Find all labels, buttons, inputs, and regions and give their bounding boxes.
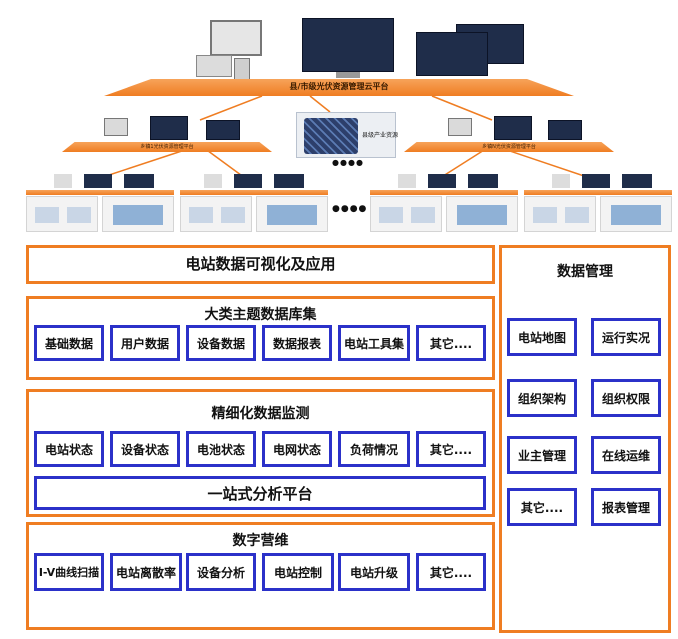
group3-devices-icon [398, 174, 498, 188]
monitor-right-front-icon [416, 32, 488, 76]
mid-right-platform-banner [404, 142, 614, 152]
station-row: ●●●● [26, 172, 672, 234]
device-laptop-right-icon [448, 118, 472, 136]
dm-item-other[interactable]: 其它.... [507, 488, 577, 526]
device-screen-right2-icon [548, 120, 582, 140]
db-item-basic[interactable]: 基础数据 [34, 325, 104, 361]
db-item-report[interactable]: 数据报表 [262, 325, 332, 361]
dm-item-live-status[interactable]: 运行实况 [591, 318, 661, 356]
analysis-platform-button[interactable]: 一站式分析平台 [34, 476, 486, 510]
group2-devices-icon [204, 174, 304, 188]
monitor-item-station[interactable]: 电站状态 [34, 431, 104, 467]
monitor-stand-icon [336, 72, 360, 78]
site-card-8 [600, 196, 672, 232]
ops-item-device-analysis[interactable]: 设备分析 [186, 553, 256, 591]
mid-right-platform-label: 乡镇N光伏资源管理平台 [482, 144, 536, 150]
monitor-item-other[interactable]: 其它.... [416, 431, 486, 467]
dm-item-station-map[interactable]: 电站地图 [507, 318, 577, 356]
top-illustration: 县/市级光伏资源管理云平台 乡镇1光伏资源管理平台 乡镇N光伏资源管理平台 县级… [0, 0, 678, 238]
data-management-title: 数据管理 [557, 264, 613, 280]
monitor-item-battery[interactable]: 电池状态 [186, 431, 256, 467]
site-card-1 [26, 196, 98, 232]
monitor-item-load[interactable]: 负荷情况 [338, 431, 410, 467]
solar-panels-icon [304, 118, 358, 154]
ops-title: 数字营维 [232, 533, 289, 549]
site-card-5 [370, 196, 442, 232]
mid-left-platform-banner [62, 142, 272, 152]
site-card-3 [180, 196, 252, 232]
group4-bar [524, 190, 672, 195]
db-title: 大类主题数据库集 [204, 307, 317, 323]
monitor-item-grid[interactable]: 电网状态 [262, 431, 332, 467]
db-item-user[interactable]: 用户数据 [110, 325, 180, 361]
ops-item-iv-scan[interactable]: I-V曲线扫描 [34, 553, 104, 591]
cloud-platform-label: 县/市级光伏资源管理云平台 [289, 82, 389, 91]
desktop-monitor-icon [210, 20, 262, 56]
dashboard-screen-icon [302, 18, 394, 72]
device-screen-left2-icon [206, 120, 240, 140]
site-card-6 [446, 196, 518, 232]
site-card-4 [256, 196, 328, 232]
device-screen-left-icon [150, 116, 188, 140]
industry-resource-label: 县级产业资源 [362, 132, 399, 139]
visual-app-title: 电站数据可视化及应用 [185, 255, 336, 273]
group3-bar [370, 190, 518, 195]
db-item-other[interactable]: 其它.... [416, 325, 486, 361]
dm-item-org-structure[interactable]: 组织架构 [507, 379, 577, 417]
monitor-title: 精细化数据监测 [211, 406, 310, 422]
db-item-device[interactable]: 设备数据 [186, 325, 256, 361]
dm-item-org-permission[interactable]: 组织权限 [591, 379, 661, 417]
monitor-item-device[interactable]: 设备状态 [110, 431, 180, 467]
cloud-platform-banner [104, 79, 574, 96]
laptop-icon [196, 55, 232, 77]
group1-devices-icon [54, 174, 154, 188]
ops-item-dispersion[interactable]: 电站离散率 [110, 553, 182, 591]
site-card-7 [524, 196, 596, 232]
dm-item-owner-management[interactable]: 业主管理 [507, 436, 577, 474]
visual-app-box: 电站数据可视化及应用 [26, 245, 495, 284]
group2-bar [180, 190, 328, 195]
site-card-2 [102, 196, 174, 232]
ops-item-upgrade[interactable]: 电站升级 [338, 553, 410, 591]
ops-item-control[interactable]: 电站控制 [262, 553, 334, 591]
ops-item-other[interactable]: 其它.... [416, 553, 486, 591]
ellipsis-bottom: ●●●● [332, 204, 368, 214]
mid-left-platform-label: 乡镇1光伏资源管理平台 [140, 144, 194, 150]
group1-bar [26, 190, 174, 195]
ellipsis-center: ●●●● [332, 158, 364, 167]
device-laptop-left-icon [104, 118, 128, 136]
db-item-tools[interactable]: 电站工具集 [338, 325, 410, 361]
device-screen-right-icon [494, 116, 532, 140]
dm-item-report-management[interactable]: 报表管理 [591, 488, 661, 526]
dm-item-online-ops[interactable]: 在线运维 [591, 436, 661, 474]
group4-devices-icon [552, 174, 652, 188]
